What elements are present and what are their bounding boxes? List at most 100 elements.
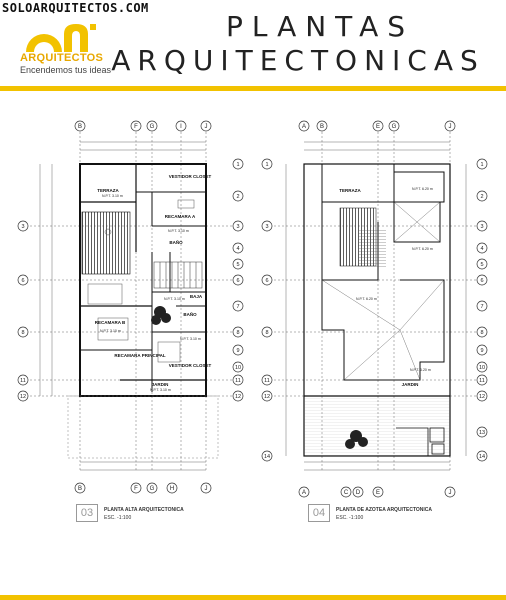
svg-text:N.P.T. 6.20 m: N.P.T. 6.20 m	[410, 368, 431, 372]
furniture-icons	[87, 199, 195, 363]
stair-icon	[153, 261, 203, 289]
svg-text:3: 3	[21, 224, 24, 230]
page-title-line2: ARQUITECTONICAS	[111, 44, 485, 77]
site-watermark: SOLOARQUITECTOS.COM	[2, 1, 149, 15]
room-label: RECAMARA B	[95, 320, 126, 325]
svg-text:H: H	[170, 486, 174, 492]
room-label: TERRAZA	[97, 188, 119, 193]
svg-text:9: 9	[480, 348, 483, 354]
plan-number: 04	[308, 504, 330, 522]
room-label: JARDIN	[152, 382, 169, 387]
svg-text:9: 9	[236, 348, 239, 354]
svg-text:B: B	[320, 124, 324, 130]
tree-icon	[151, 306, 171, 325]
svg-text:11: 11	[20, 378, 26, 384]
svg-text:6: 6	[21, 278, 24, 284]
axis-label: I	[180, 124, 182, 130]
left-top-axes	[74, 120, 212, 132]
svg-text:12: 12	[235, 394, 241, 400]
svg-text:8: 8	[265, 330, 268, 336]
page-title-line1: PLANTAS	[225, 10, 415, 43]
svg-text:N.P.T. 6.20 m: N.P.T. 6.20 m	[356, 297, 377, 301]
svg-text:14: 14	[264, 454, 270, 460]
svg-text:8: 8	[480, 330, 483, 336]
svg-text:10: 10	[235, 365, 241, 371]
svg-text:G: G	[150, 486, 155, 492]
svg-text:12: 12	[264, 394, 270, 400]
left-plan: B F G I J 1	[17, 120, 244, 494]
svg-text:2: 2	[236, 194, 239, 200]
svg-text:D: D	[356, 490, 361, 496]
svg-text:4: 4	[480, 246, 483, 252]
svg-text:7: 7	[480, 304, 483, 310]
svg-text:J: J	[449, 490, 452, 496]
svg-text:N.P.T. 6.20 m: N.P.T. 6.20 m	[412, 247, 433, 251]
room-label: VESTIDOR CLOSET	[169, 363, 212, 368]
svg-text:1: 1	[236, 162, 239, 168]
room-label: VESTIDOR CLOSET	[169, 174, 212, 179]
svg-text:J: J	[449, 124, 452, 130]
axis-label: J	[205, 124, 208, 130]
room-label: BAJA	[190, 294, 203, 299]
logo-mark-icon	[26, 24, 96, 52]
axis-label: F	[134, 124, 138, 130]
axis-label: G	[150, 124, 155, 130]
svg-text:3: 3	[265, 224, 268, 230]
svg-text:12: 12	[479, 394, 485, 400]
brand-tagline: Encendemos tus ideas	[20, 65, 112, 75]
drawing-sheet: B F G I J 1	[0, 92, 506, 595]
svg-text:11: 11	[264, 378, 270, 384]
svg-text:14: 14	[479, 454, 485, 460]
svg-text:8: 8	[21, 330, 24, 336]
svg-text:6: 6	[236, 278, 239, 284]
plan-number: 03	[76, 504, 98, 522]
svg-text:F: F	[134, 486, 138, 492]
brand-name: ARQUITECTOS	[20, 52, 104, 64]
svg-text:6: 6	[265, 278, 268, 284]
right-plan: A B E G J 1 2	[261, 120, 488, 498]
svg-text:3: 3	[480, 224, 483, 230]
svg-text:6: 6	[480, 278, 483, 284]
svg-text:N.P.T. 3.10 m: N.P.T. 3.10 m	[102, 194, 123, 198]
svg-text:B: B	[78, 486, 82, 492]
company-logo: ARQUITECTOS Encendemos tus ideas	[18, 16, 111, 76]
svg-text:N.P.T. 3.10 m: N.P.T. 3.10 m	[180, 337, 201, 341]
svg-text:G: G	[392, 124, 397, 130]
svg-text:11: 11	[235, 378, 241, 384]
room-label: TERRAZA	[339, 188, 361, 193]
svg-text:E: E	[376, 124, 380, 130]
room-label: BAÑO	[169, 239, 183, 245]
svg-text:A: A	[302, 490, 306, 496]
deck-hatch	[81, 211, 131, 275]
svg-text:8: 8	[236, 330, 239, 336]
plan-title: PLANTA DE AZOTEA ARQUITECTONICA	[336, 507, 433, 513]
svg-text:7: 7	[236, 304, 239, 310]
svg-text:1: 1	[265, 162, 268, 168]
svg-text:N.P.T. 3.10 m: N.P.T. 3.10 m	[164, 297, 185, 301]
axis-label: B	[78, 124, 82, 130]
tree-icon	[345, 430, 368, 449]
header-divider	[0, 86, 506, 91]
svg-text:2: 2	[480, 194, 483, 200]
svg-text:3: 3	[236, 224, 239, 230]
svg-text:5: 5	[236, 262, 239, 268]
room-label: BAÑO	[183, 311, 197, 317]
svg-text:10: 10	[479, 365, 485, 371]
svg-text:11: 11	[479, 378, 485, 384]
svg-text:1: 1	[480, 162, 483, 168]
svg-text:5: 5	[480, 262, 483, 268]
plan-scale: ESC. -1:100	[336, 515, 364, 521]
svg-text:N.P.T. 3.10 m: N.P.T. 3.10 m	[100, 329, 121, 333]
svg-text:N.P.T. 3.10 m: N.P.T. 3.10 m	[168, 229, 189, 233]
svg-text:N.P.T. 3.10 m: N.P.T. 3.10 m	[150, 388, 171, 392]
plan-title: PLANTA ALTA ARQUITECTONICA	[104, 507, 184, 513]
svg-text:N.P.T. 6.20 m: N.P.T. 6.20 m	[412, 187, 433, 191]
svg-text:C: C	[344, 490, 349, 496]
svg-text:E: E	[376, 490, 380, 496]
svg-text:4: 4	[236, 246, 239, 252]
footer-divider	[0, 595, 506, 600]
svg-text:12: 12	[20, 394, 26, 400]
room-label: RECAMARA PRINCIPAL	[114, 353, 166, 358]
floor-plans-drawing: B F G I J 1	[17, 120, 488, 498]
plan-scale: ESC. -1:100	[104, 515, 132, 521]
